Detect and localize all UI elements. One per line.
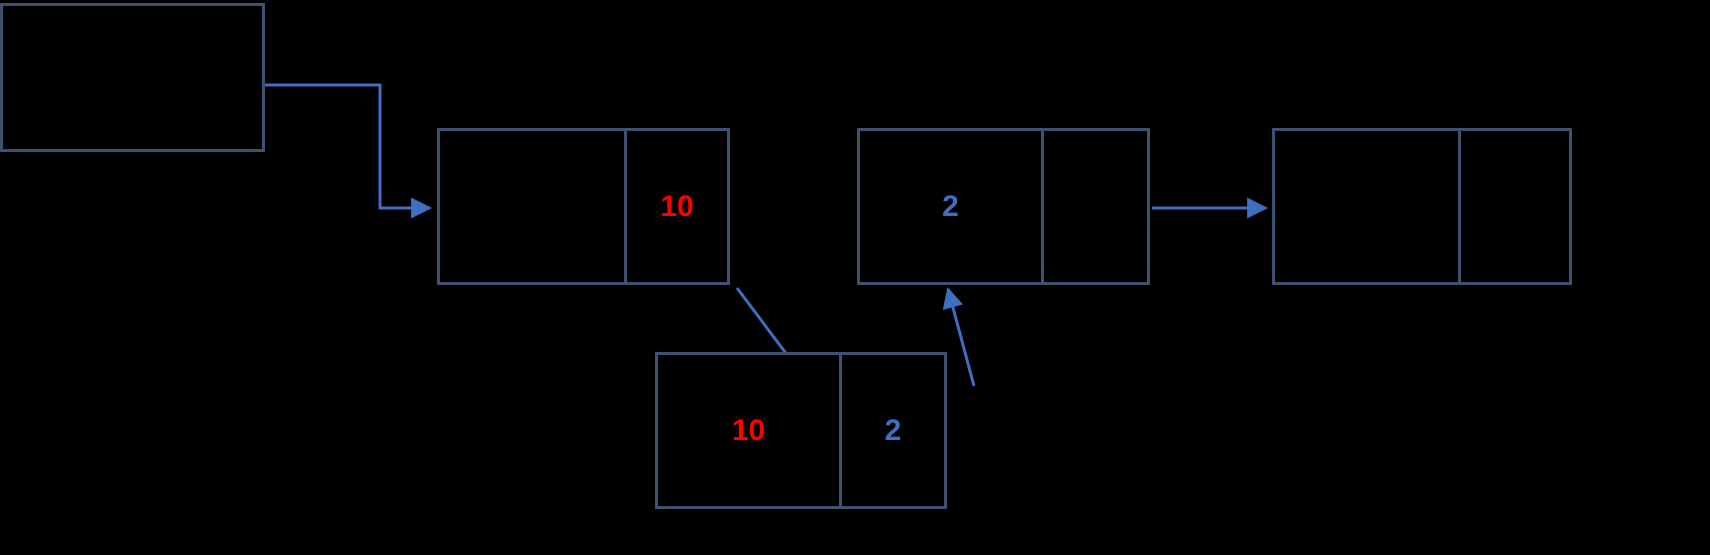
node-1-left-cell[interactable] [440,131,624,282]
source-box[interactable] [0,3,265,152]
node-bottom-left-cell[interactable]: 10 [658,355,839,506]
node-bottom-left-value: 10 [731,413,766,447]
node-3[interactable] [1272,128,1572,285]
node-2[interactable]: 2 [857,128,1150,285]
node-3-right-cell[interactable] [1458,131,1569,282]
edge-source-to-node1 [265,83,433,219]
edge-bottom-to-node2 [942,286,976,387]
node-2-left-value: 2 [942,189,959,223]
node-bottom-right-value: 2 [884,413,902,447]
node-2-right-cell[interactable] [1041,131,1147,282]
node-bottom-right-cell[interactable]: 2 [839,355,944,506]
node-2-left-cell[interactable]: 2 [860,131,1041,282]
node-3-left-cell[interactable] [1275,131,1458,282]
node-1-right-cell[interactable]: 10 [624,131,727,282]
node-bottom[interactable]: 10 2 [655,352,947,509]
node-1[interactable]: 10 [437,128,730,285]
node-1-right-value: 10 [660,189,694,223]
